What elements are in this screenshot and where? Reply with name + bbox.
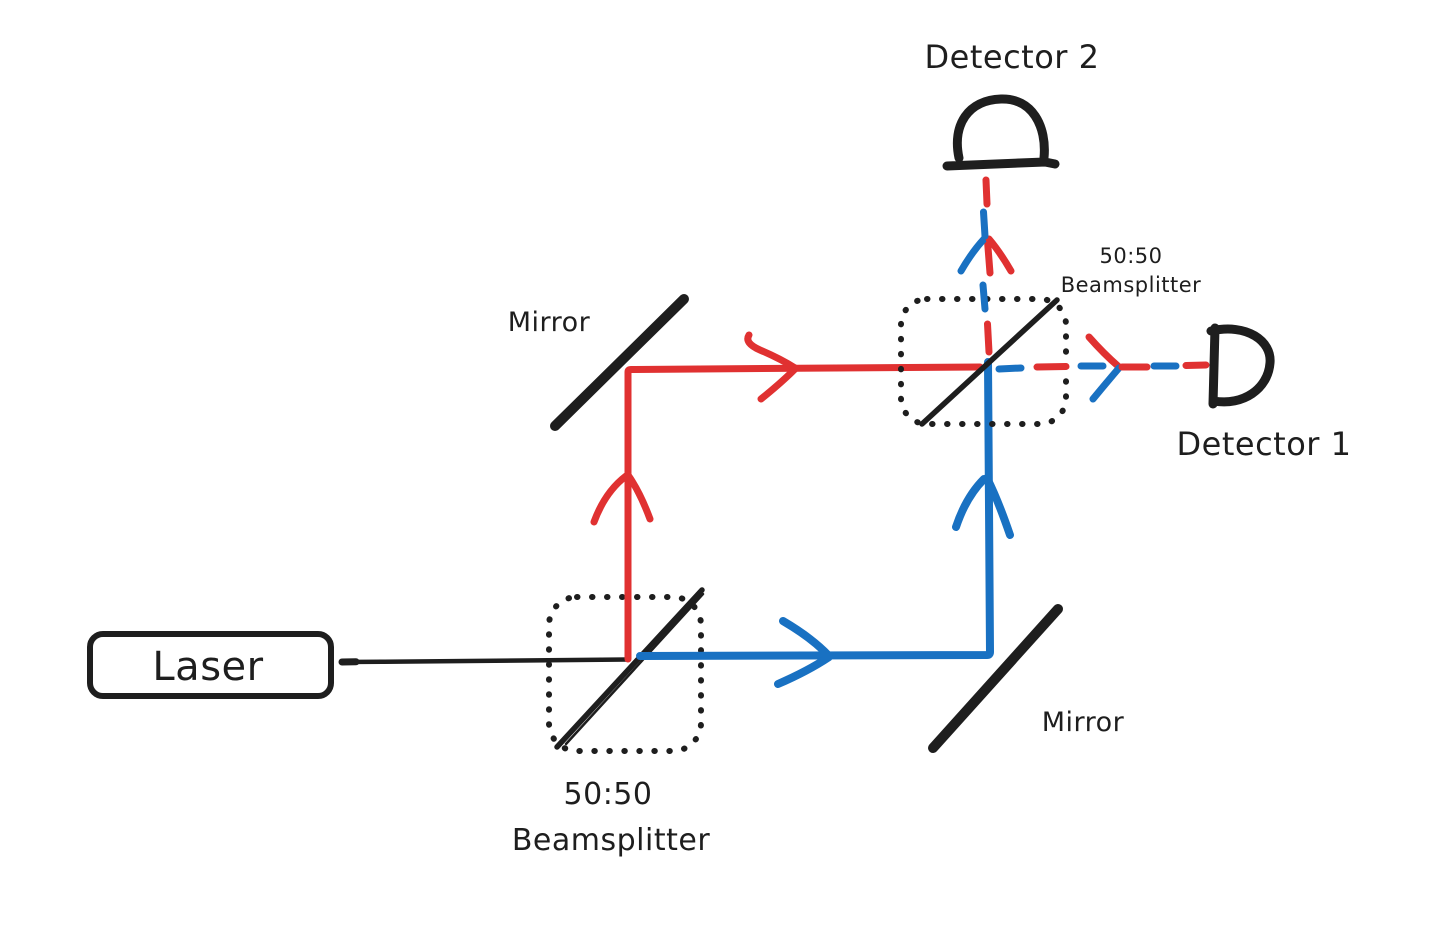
mirror-top: Mirror xyxy=(508,294,689,431)
laser-label: Laser xyxy=(152,644,263,690)
output2-arrow-shaft xyxy=(984,237,994,277)
detector-2: Detector 2 xyxy=(925,38,1100,171)
beamsplitter-2: 50:50 Beamsplitter xyxy=(898,244,1202,427)
red-beam-path xyxy=(590,331,984,663)
red-arrow-up xyxy=(590,471,654,526)
output2-arrow-blue-barb xyxy=(957,235,988,275)
output-beam-detector2 xyxy=(957,176,1015,356)
blue-arrow-right xyxy=(774,617,833,688)
detector-1-shape xyxy=(1206,323,1275,409)
blue-arrow-up xyxy=(952,474,1014,539)
mirror-top-label: Mirror xyxy=(508,307,591,338)
detector-1: Detector 1 xyxy=(1177,323,1352,463)
beamsplitter-1-label-ratio: 50:50 xyxy=(564,777,653,812)
beamsplitter-2-label-name: Beamsplitter xyxy=(1061,273,1202,297)
beamsplitter-2-label-ratio: 50:50 xyxy=(1099,244,1162,268)
output2-arrow-red-barb xyxy=(985,235,1015,275)
blue-beam-path xyxy=(636,358,1014,688)
mirror-bottom-label: Mirror xyxy=(1042,707,1125,738)
red-arrow-right xyxy=(744,331,799,403)
beamsplitter-1: 50:50 Beamsplitter xyxy=(512,587,710,858)
laser-box: Laser xyxy=(87,631,334,699)
beamsplitter-1-diagonal xyxy=(554,587,705,750)
detector-2-label: Detector 2 xyxy=(925,38,1100,76)
detector-1-label: Detector 1 xyxy=(1177,425,1352,463)
beamsplitter-1-diagonal-2 xyxy=(564,592,705,746)
mirror-bottom-line xyxy=(928,604,1063,753)
output-beam-detector1 xyxy=(995,333,1210,403)
beamsplitter-1-label-name: Beamsplitter xyxy=(512,823,710,858)
detector-2-shape xyxy=(942,94,1060,171)
mirror-bottom: Mirror xyxy=(928,604,1125,753)
laser-beam-line xyxy=(339,657,631,665)
output1-arrow-blue-barb xyxy=(1089,364,1123,403)
beamsplitter-2-diagonal xyxy=(919,297,1060,427)
mirror-top-line xyxy=(550,294,689,431)
output1-arrow-red-barb xyxy=(1085,333,1122,370)
